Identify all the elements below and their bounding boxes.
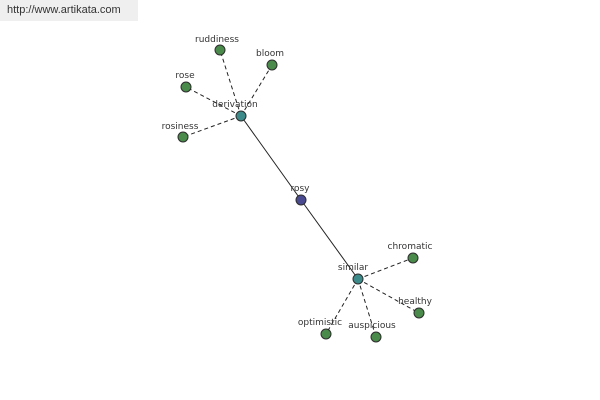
word-optimistic-node[interactable] bbox=[320, 328, 332, 340]
relation-derivation-node[interactable] bbox=[235, 110, 247, 122]
word-healthy-label: healthy bbox=[398, 297, 432, 307]
word-bloom-node[interactable] bbox=[266, 59, 278, 71]
word-ruddiness-label: ruddiness bbox=[195, 35, 239, 45]
word-chromatic-label: chromatic bbox=[388, 242, 433, 252]
word-bloom-edge bbox=[240, 64, 273, 117]
center-word-label: rosy bbox=[290, 184, 310, 194]
word-ruddiness-node[interactable] bbox=[214, 44, 226, 56]
word-rose-label: rose bbox=[175, 71, 195, 81]
word-rose-edge bbox=[185, 86, 242, 117]
word-auspicious-edge bbox=[357, 278, 377, 338]
word-ruddiness-edge bbox=[219, 49, 242, 117]
word-chromatic-edge bbox=[357, 257, 414, 280]
center-word-node[interactable] bbox=[295, 194, 307, 206]
word-auspicious-label: auspicious bbox=[348, 321, 396, 331]
edges-layer bbox=[182, 49, 420, 338]
word-optimistic-edge bbox=[325, 278, 359, 335]
relation-similar-node[interactable] bbox=[352, 273, 364, 285]
nodes-layer bbox=[177, 44, 425, 343]
relation-derivation-label: derivation bbox=[212, 100, 258, 110]
word-healthy-node[interactable] bbox=[413, 307, 425, 319]
word-auspicious-node[interactable] bbox=[370, 331, 382, 343]
word-rosiness-node[interactable] bbox=[177, 131, 189, 143]
relation-derivation-edge bbox=[240, 115, 302, 201]
relation-similar-label: similar bbox=[338, 263, 368, 273]
word-bloom-label: bloom bbox=[256, 49, 284, 59]
site-url-banner[interactable]: http://www.artikata.com bbox=[0, 0, 138, 21]
word-healthy-edge bbox=[357, 278, 420, 314]
word-rosiness-edge bbox=[182, 115, 242, 138]
word-rose-node[interactable] bbox=[180, 81, 192, 93]
relation-similar-edge bbox=[300, 199, 359, 280]
labels-layer: rosy derivation ruddiness bloom rose rosiness… bbox=[162, 35, 433, 331]
word-chromatic-node[interactable] bbox=[407, 252, 419, 264]
word-rosiness-label: rosiness bbox=[162, 122, 199, 132]
word-optimistic-label: optimistic bbox=[298, 318, 342, 328]
